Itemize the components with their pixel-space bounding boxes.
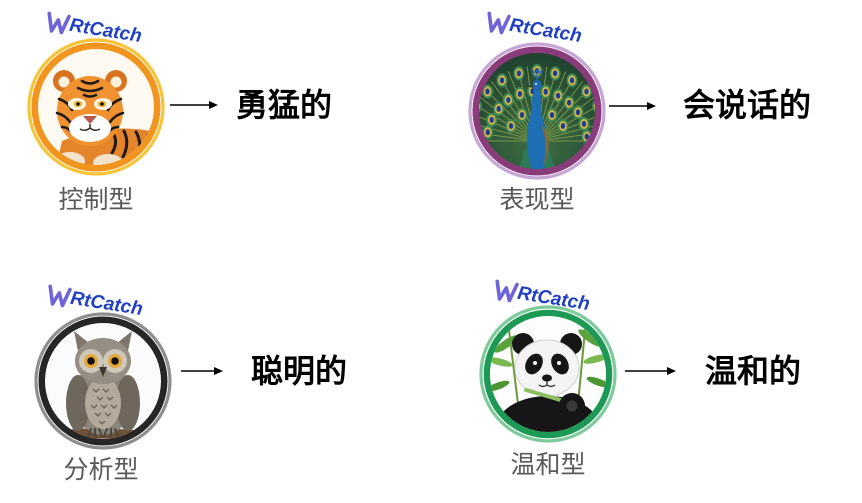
bamboo-leaf [490, 380, 510, 392]
panda-eye-left [533, 361, 537, 365]
type-label-peacock: 表现型 [499, 185, 575, 214]
type-label-panda: 温和型 [510, 450, 586, 479]
feather-eye-spot [572, 105, 584, 120]
feather-eye-spot [578, 116, 590, 131]
logo-mark-icon [48, 284, 72, 308]
trait-text-panda: 温和的 [705, 352, 802, 390]
feather-eye-spot [514, 87, 526, 101]
owl-wing-left [66, 375, 90, 431]
arrow-head [209, 101, 218, 109]
badge-outer-ring [34, 312, 172, 450]
peacock-badge [468, 42, 606, 180]
bamboo-leaf [586, 376, 606, 388]
owl-chest-markings [90, 388, 118, 425]
bamboo-leaf [583, 354, 606, 364]
peacock-beak [528, 84, 533, 88]
logo-mark-icon [47, 11, 71, 35]
feather-eye-spot [566, 73, 578, 88]
feather-eye-spot [502, 93, 514, 107]
arrow-icon [181, 367, 223, 375]
tiger-ear-right-inner [110, 76, 122, 88]
badge-outer-ring [479, 305, 617, 443]
peacock-crest-tip [531, 70, 535, 74]
tiger-pupil-left [76, 102, 80, 106]
peacock-crest-tip [539, 70, 543, 74]
arrow-icon [170, 101, 218, 109]
peacock-head [532, 80, 542, 90]
feather-eye-spot [540, 84, 552, 99]
arrow-head [214, 367, 223, 375]
peacock-icon [479, 53, 595, 169]
owl-pupil-right [111, 357, 119, 365]
tiger-badge [27, 38, 165, 176]
tiger-ear-left-inner [58, 76, 70, 88]
feather-eye-spot [513, 66, 525, 81]
tiger-icon [38, 49, 154, 165]
trait-text-peacock: 会说话的 [683, 86, 812, 124]
feather-eye-spot [505, 119, 517, 133]
panda-head [514, 339, 580, 397]
trait-text-owl: 聪明的 [251, 352, 348, 390]
feather-eye-spot [516, 108, 528, 122]
feather-eye-spot [552, 88, 564, 103]
bamboo-leaf [494, 335, 518, 353]
owl-chest [85, 377, 121, 429]
feather-eye-spot [549, 66, 561, 81]
feather-eye-spot [496, 73, 508, 88]
trait-text-tiger: 勇猛的 [236, 86, 333, 124]
tiger-paw-right [93, 154, 123, 165]
feather-eye-spot [563, 95, 575, 110]
bamboo-leaf [490, 357, 513, 367]
arrow-head [647, 102, 656, 110]
tiger-pupil-right [100, 102, 104, 106]
logo-mark-icon [495, 279, 519, 303]
owl-icon [45, 323, 161, 439]
panda-mouth [538, 381, 556, 388]
tiger-body-stripes [110, 129, 152, 161]
owl-feet [87, 428, 119, 437]
badge-outer-ring [27, 38, 165, 176]
peacock-body [526, 86, 548, 169]
panda-eye-right [557, 361, 561, 365]
type-label-tiger: 控制型 [58, 185, 134, 214]
logo-mark-icon [487, 11, 511, 35]
panda-icon [490, 316, 606, 432]
arrow-icon [625, 367, 676, 375]
bamboo-leaf [578, 329, 602, 347]
tiger-mouth [79, 124, 101, 132]
owl-pupil-left [87, 357, 95, 365]
peacock-feather-shafts [479, 66, 595, 142]
panda-nose [542, 374, 552, 382]
brand-logo: RtCatch [487, 11, 583, 47]
owl-badge [34, 312, 172, 450]
owl-wing-right [116, 375, 140, 431]
arrow-icon [609, 102, 656, 110]
peacock-eye [535, 83, 537, 85]
arrow-head [667, 367, 676, 375]
feather-eye-spot [546, 108, 558, 122]
panda-bamboo-stick [524, 388, 566, 403]
peacock-crest-tip [535, 69, 539, 73]
panda-badge [479, 305, 617, 443]
panda-paw-pad [566, 400, 578, 412]
feather-eye-spot [557, 119, 569, 133]
badge-outer-ring [468, 42, 606, 180]
owl-beak [99, 367, 107, 377]
feather-eye-spot [486, 112, 498, 127]
peacock-wing [541, 125, 549, 167]
type-label-owl: 分析型 [63, 455, 139, 484]
tiger-nose [83, 116, 97, 124]
tiger-head-stripes [55, 79, 125, 135]
feather-eye-spot [493, 101, 505, 116]
